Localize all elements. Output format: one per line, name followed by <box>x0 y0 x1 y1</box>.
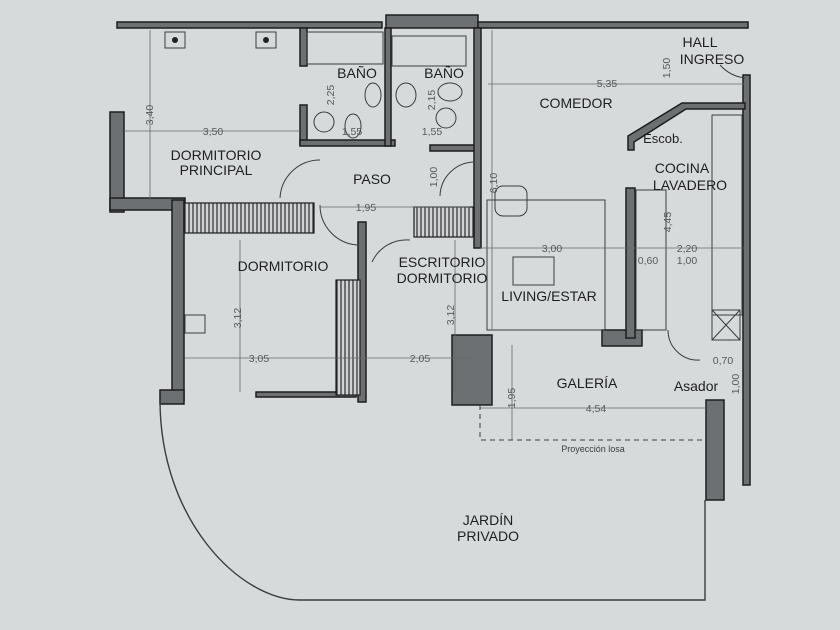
dim-label: 6,10 <box>488 173 500 194</box>
dim-label: 0,70 <box>713 355 734 367</box>
dim-label: 1,00 <box>730 374 742 395</box>
room-label-dormitorio: DORMITORIO <box>238 258 329 274</box>
proyeccion-losa-line <box>479 405 705 441</box>
room-label-galeria: GALERÍA <box>557 375 618 391</box>
dim-label: 0,60 <box>638 255 659 267</box>
dim-label: 2,15 <box>426 90 438 111</box>
dim-label: 1,00 <box>677 255 698 267</box>
room-label-principal: PRINCIPAL <box>180 162 253 178</box>
room-label-comedor: COMEDOR <box>539 95 612 111</box>
room-label-hall: HALL <box>682 34 717 50</box>
room-label-jardin: JARDÍN <box>463 512 514 528</box>
dim-label: 3,00 <box>542 243 563 255</box>
label-proyeccion-losa: Proyección losa <box>561 444 625 454</box>
dim-label: 4,45 <box>662 212 674 233</box>
dim-label: 3,40 <box>144 105 156 126</box>
room-label-privado: PRIVADO <box>457 528 519 544</box>
fixtures <box>164 31 743 341</box>
walls <box>109 14 751 501</box>
dim-label: 3,05 <box>249 353 270 365</box>
dim-label: 1,55 <box>342 126 363 138</box>
dim-label: 1,55 <box>422 126 443 138</box>
room-label-escritorio: ESCRITORIO <box>399 254 486 270</box>
dim-label: 2,25 <box>325 85 337 106</box>
room-label-bano-1: BAÑO <box>337 65 377 81</box>
closet-escritorio <box>413 206 475 238</box>
closet-dormitorio-principal <box>183 202 315 234</box>
room-label-living: LIVING/ESTAR <box>501 288 596 304</box>
dim-label: 4,54 <box>586 403 607 415</box>
dim-label: 1,50 <box>661 58 673 79</box>
room-label-escob: Escob. <box>643 131 683 146</box>
room-label-ingreso: INGRESO <box>680 51 745 67</box>
doors <box>279 64 746 361</box>
room-label-bano-2: BAÑO <box>424 65 464 81</box>
dim-label: 2,20 <box>677 243 698 255</box>
dim-label: 3,12 <box>445 305 457 326</box>
dim-label: 3,12 <box>232 308 244 329</box>
closet-dormitorio <box>335 279 361 396</box>
dim-label: 3,50 <box>203 126 224 138</box>
room-label-lavadero: LAVADERO <box>653 177 727 193</box>
jardin-boundary <box>159 399 706 601</box>
dim-label: 1,95 <box>356 202 377 214</box>
room-label-asador: Asador <box>674 378 719 394</box>
dim-label: 1,00 <box>428 167 440 188</box>
room-label-cocina: COCINA <box>655 160 710 176</box>
dim-label: 2,05 <box>410 353 431 365</box>
dim-label: 1,95 <box>506 388 518 409</box>
room-label-paso: PASO <box>353 171 391 187</box>
dim-label: 5,35 <box>597 78 618 90</box>
dimension-lines <box>124 30 745 440</box>
room-label-escritorio-dormitorio: DORMITORIO <box>397 270 488 286</box>
room-label-dormitorio-principal: DORMITORIO <box>171 147 262 163</box>
